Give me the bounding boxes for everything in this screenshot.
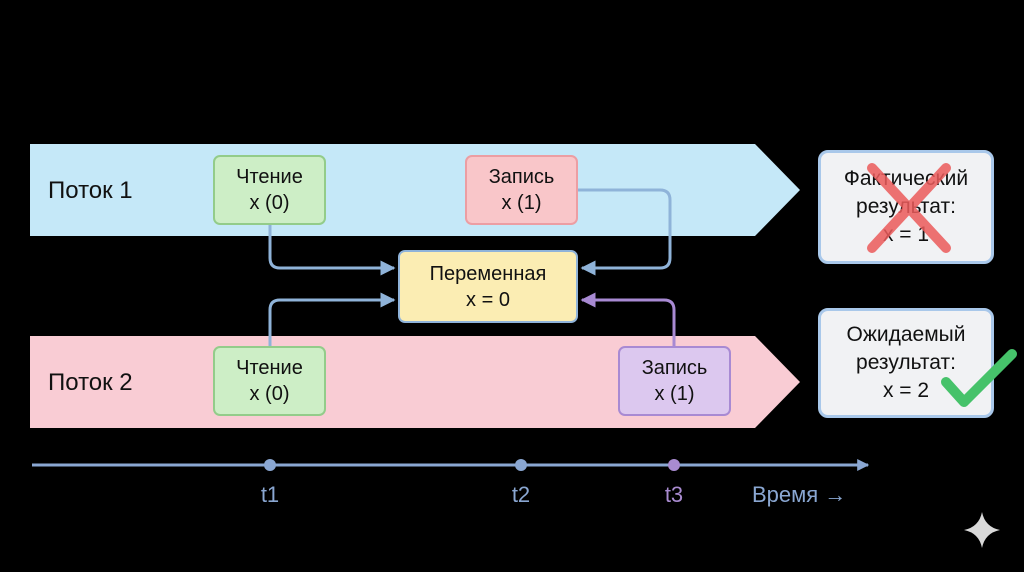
tick-label-t1: t1 xyxy=(260,482,280,507)
box-line: x (0) xyxy=(249,383,290,405)
thread2-read-box: Чтение x (0) xyxy=(213,346,326,416)
box-line: Переменная xyxy=(429,262,547,285)
timeline-tick-t1 xyxy=(264,459,276,471)
timeline-axis-label: Время → xyxy=(752,482,847,507)
lane-label-thread-1: Поток 1 xyxy=(48,177,133,204)
box-line: Запись xyxy=(641,357,708,379)
box-line: Чтение xyxy=(236,357,303,379)
box-line: x = 0 xyxy=(466,288,510,311)
box-line: x (0) xyxy=(249,192,290,214)
tick-label-t3: t3 xyxy=(664,482,684,507)
result-line: результат: xyxy=(856,351,956,374)
arrow-t1-write-to-variable xyxy=(576,188,672,276)
box-line: x (1) xyxy=(654,383,695,405)
check-icon xyxy=(941,349,1017,407)
timeline-tick-t3 xyxy=(668,459,680,471)
thread1-write-box: Запись x (1) xyxy=(465,155,578,225)
result-line: x = 2 xyxy=(882,379,930,402)
tick-label-t2: t2 xyxy=(511,482,531,507)
cross-icon xyxy=(867,163,951,253)
thread2-write-box: Запись x (1) xyxy=(618,346,731,416)
box-line: x (1) xyxy=(501,192,542,214)
variable-box: Переменная x = 0 xyxy=(398,250,578,323)
box-line: Чтение xyxy=(236,166,303,188)
thread1-read-box: Чтение x (0) xyxy=(213,155,326,225)
arrow-t1-read-to-variable xyxy=(268,225,396,276)
sparkle-icon xyxy=(964,512,1000,548)
box-line: Запись xyxy=(488,166,555,188)
arrow-t2-read-to-variable xyxy=(268,292,396,346)
timeline-tick-t2 xyxy=(515,459,527,471)
arrow-t2-write-to-variable xyxy=(580,292,676,346)
lane-label-thread-2: Поток 2 xyxy=(48,369,133,396)
result-line: Ожидаемый xyxy=(846,323,966,346)
